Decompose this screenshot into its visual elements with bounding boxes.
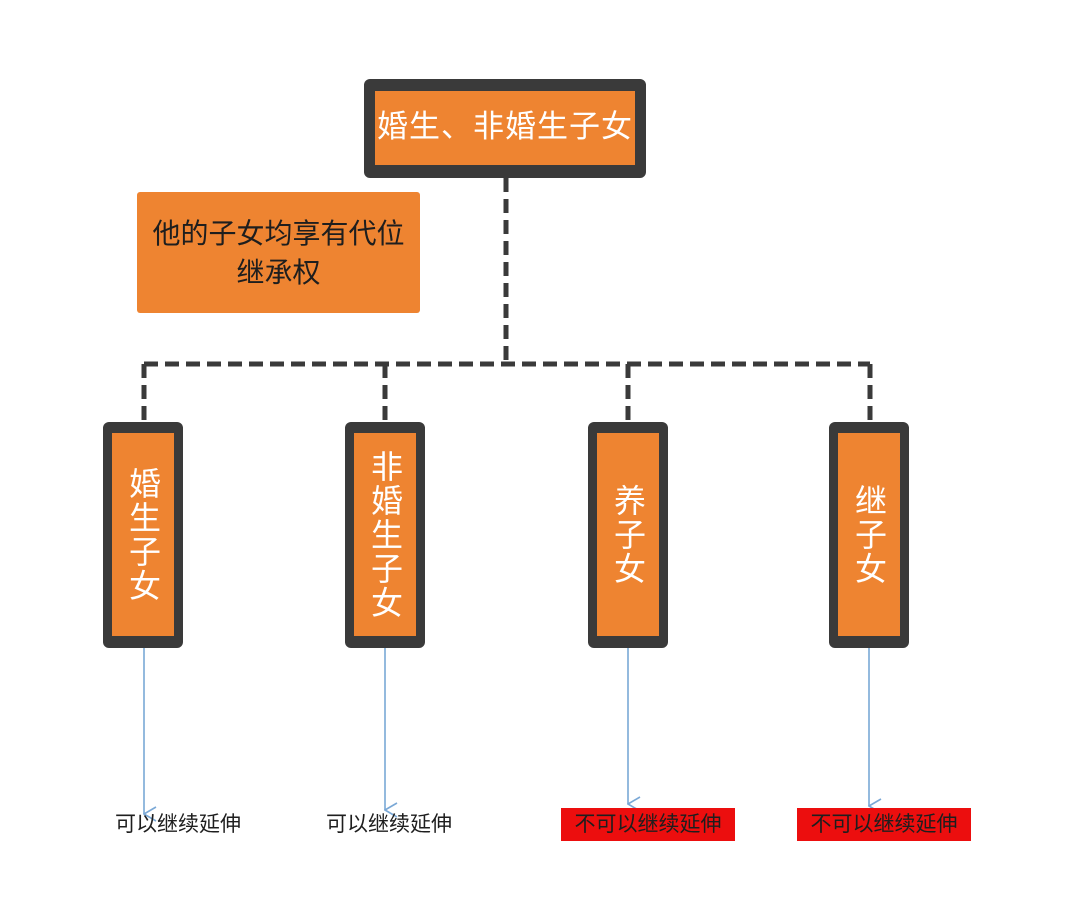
note-line-2: 继承权 [236,256,321,289]
root-node-label: 婚生、非婚生子女 [375,91,635,165]
child-node-nonmarital: 非婚生子女 [345,422,425,648]
result-label-adopted: 不可以继续延伸 [561,808,735,841]
child-label-marital: 婚生子女 [124,466,162,603]
root-node: 婚生、非婚生子女 [364,79,646,178]
child-node-step: 继子女 [829,422,909,648]
note-line-1: 他的子女均享有代位 [152,217,405,250]
child-node-marital: 婚生子女 [103,422,183,648]
result-label-nonmarital: 可以继续延伸 [326,812,452,836]
child-label-nonmarital: 非婚生子女 [366,449,404,620]
result-label-marital: 可以继续延伸 [115,812,241,836]
result-label-step: 不可以继续延伸 [797,808,971,841]
child-node-adopted: 养子女 [588,422,668,648]
child-label-step: 继子女 [850,483,888,586]
note-box: 他的子女均享有代位 继承权 [137,192,420,313]
child-label-adopted: 养子女 [609,483,647,586]
